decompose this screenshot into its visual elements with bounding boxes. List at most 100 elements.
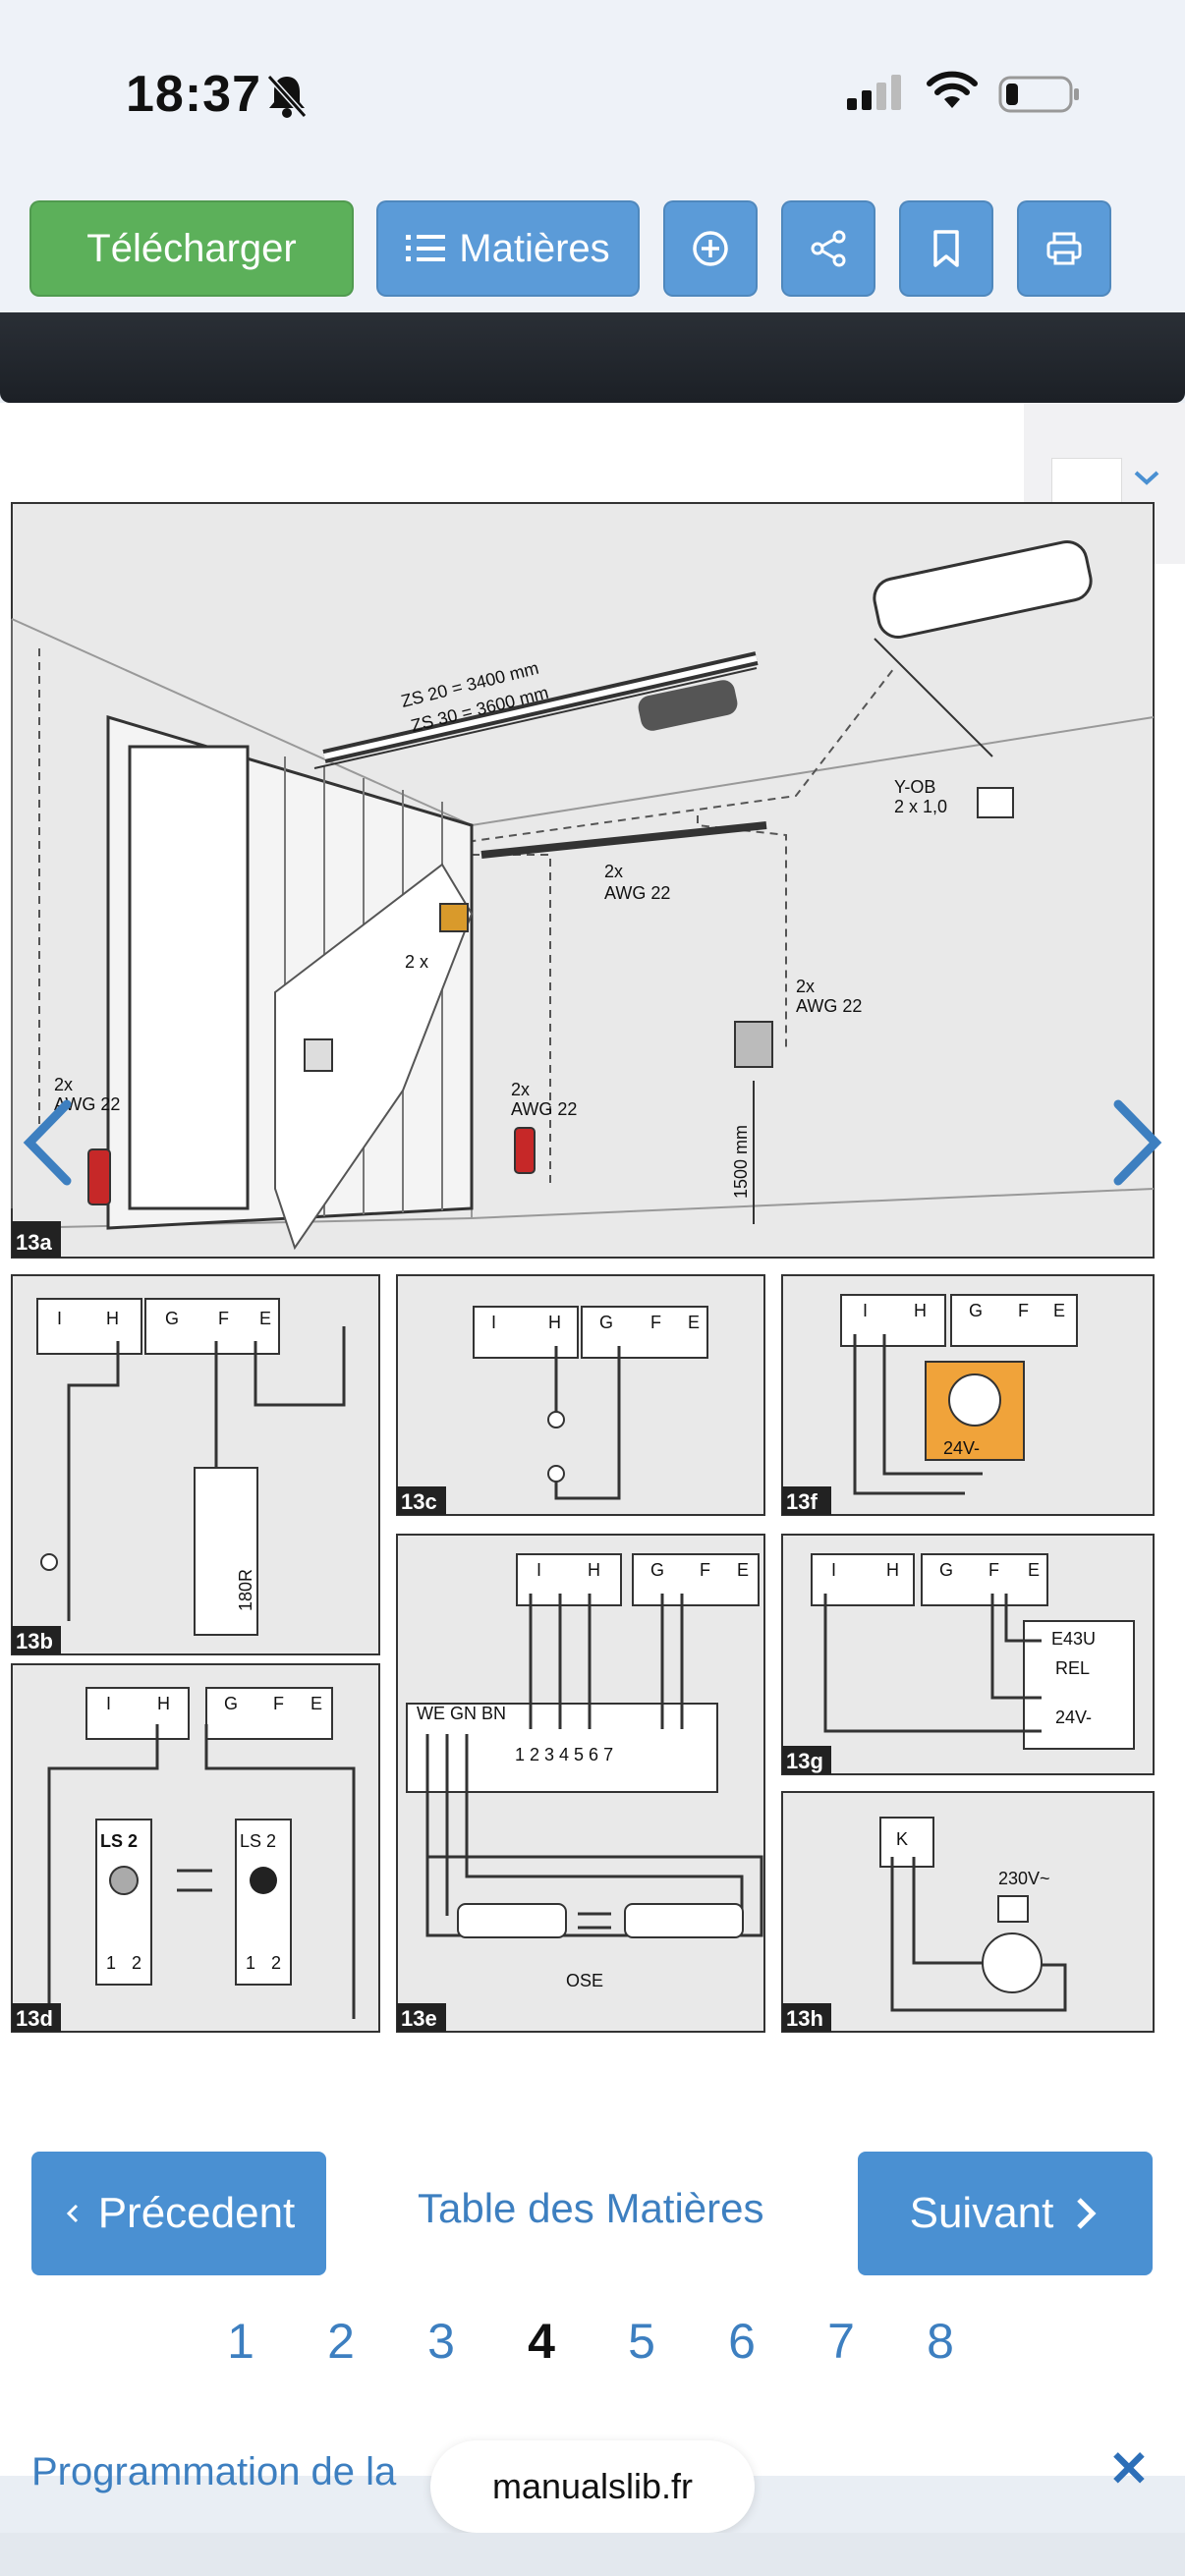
label-230v: 230V~ bbox=[998, 1869, 1050, 1888]
label-2x-a: 2x bbox=[604, 862, 623, 881]
page-link-current: 4 bbox=[528, 2314, 555, 2369]
t13c-g: G bbox=[599, 1313, 613, 1332]
t13c-h: H bbox=[548, 1313, 561, 1332]
bookmark-button[interactable] bbox=[899, 200, 993, 297]
cellular-signal-icon bbox=[847, 75, 901, 110]
chevron-right-icon bbox=[1077, 2198, 1097, 2229]
t13d-i: I bbox=[106, 1694, 111, 1713]
page-link-5[interactable]: 5 bbox=[628, 2314, 655, 2369]
t13g-g: G bbox=[939, 1560, 953, 1580]
zoom-button[interactable] bbox=[663, 200, 758, 297]
t13g-i: I bbox=[831, 1560, 836, 1580]
panel-13e: I H G F E WE GN BN 1 2 3 4 5 6 7 OSE 13e bbox=[396, 1534, 765, 2033]
t13f-g: G bbox=[969, 1301, 983, 1320]
page-link-7[interactable]: 7 bbox=[827, 2314, 855, 2369]
page-link-6[interactable]: 6 bbox=[728, 2314, 756, 2369]
close-icon[interactable]: ✕ bbox=[1108, 2441, 1150, 2496]
label-terminal-nums: 1 2 3 4 5 6 7 bbox=[515, 1745, 613, 1764]
status-time: 18:37 bbox=[126, 66, 261, 123]
download-label: Télécharger bbox=[86, 226, 297, 270]
t13e-i: I bbox=[536, 1560, 541, 1580]
panel-tag-13f: 13f bbox=[786, 1489, 818, 1514]
t13g-h: H bbox=[886, 1560, 899, 1580]
t13d-e: E bbox=[310, 1694, 322, 1713]
related-section-link[interactable]: Programmation de la bbox=[31, 2450, 397, 2493]
label-ose: OSE bbox=[566, 1971, 603, 1990]
bookmark-icon bbox=[933, 230, 959, 267]
t13c-f: F bbox=[650, 1313, 661, 1332]
panel-13c: I H G F E 13c bbox=[396, 1274, 765, 1516]
print-button[interactable] bbox=[1017, 200, 1111, 297]
download-button[interactable]: Télécharger bbox=[29, 200, 354, 297]
panel-tag-13h: 13h bbox=[786, 2006, 823, 2031]
panel-13f: I H G F E 24V- 13f bbox=[781, 1274, 1155, 1516]
page-link-3[interactable]: 3 bbox=[427, 2314, 455, 2369]
previous-page-arrow-icon[interactable] bbox=[18, 1098, 77, 1187]
t13b-h: H bbox=[106, 1309, 119, 1328]
next-page-arrow-icon[interactable] bbox=[1108, 1098, 1167, 1187]
share-button[interactable] bbox=[781, 200, 875, 297]
label-awg-b: AWG 22 bbox=[796, 996, 862, 1016]
label-2x-d: 2x bbox=[511, 1080, 530, 1099]
label-ls2-a-pin2: 2 bbox=[132, 1953, 141, 1973]
list-icon bbox=[406, 235, 446, 261]
label-awg-d: AWG 22 bbox=[511, 1099, 577, 1119]
plus-circle-icon bbox=[693, 231, 728, 266]
t13d-f: F bbox=[273, 1694, 284, 1713]
t13d-h: H bbox=[157, 1694, 170, 1713]
panel-tag-13d: 13d bbox=[16, 2006, 53, 2031]
label-height: 1500 mm bbox=[731, 1125, 751, 1199]
t13c-i: I bbox=[491, 1313, 496, 1332]
label-2x-space: 2 x bbox=[405, 952, 428, 972]
t13e-h: H bbox=[588, 1560, 600, 1580]
panel-13a: ZS 20 = 3400 mm ZS 30 = 3600 mm Y-OB 2 x… bbox=[11, 502, 1155, 1259]
contents-label: Matières bbox=[459, 226, 610, 270]
panel-13g: I H G F E E43U REL 24V- 13g bbox=[781, 1534, 1155, 1775]
manual-page-diagram: ZS 20 = 3400 mm ZS 30 = 3600 mm Y-OB 2 x… bbox=[11, 502, 1155, 2033]
dark-header-bar bbox=[0, 312, 1185, 403]
t13g-f: F bbox=[988, 1560, 999, 1580]
label-we-gn-bn: WE GN BN bbox=[417, 1704, 506, 1723]
panel-tag-13g: 13g bbox=[786, 1749, 823, 1773]
t13b-i: I bbox=[57, 1309, 62, 1328]
chevron-left-icon bbox=[66, 2204, 78, 2223]
bottom-strip bbox=[0, 2533, 1185, 2576]
t13c-e: E bbox=[688, 1313, 700, 1332]
label-rel: REL bbox=[1055, 1658, 1090, 1678]
panel-13h: K 230V~ 13h bbox=[781, 1791, 1155, 2033]
page-link-1[interactable]: 1 bbox=[227, 2314, 254, 2369]
next-button[interactable]: Suivant bbox=[858, 2152, 1153, 2275]
top-area: 18:37 Télécharger Matières bbox=[0, 0, 1185, 312]
label-yob-spec: 2 x 1,0 bbox=[894, 797, 947, 816]
panel-13b: I H G F E 180R 13b bbox=[11, 1274, 380, 1655]
page-link-8[interactable]: 8 bbox=[927, 2314, 954, 2369]
previous-button[interactable]: Précedent bbox=[31, 2152, 326, 2275]
label-24v-13g: 24V- bbox=[1055, 1708, 1092, 1727]
label-ls2-a-pin1: 1 bbox=[106, 1953, 116, 1973]
label-24v-13f: 24V- bbox=[943, 1438, 980, 1458]
t13d-g: G bbox=[224, 1694, 238, 1713]
table-of-contents-link[interactable]: Table des Matières bbox=[418, 2185, 764, 2231]
page-link-2[interactable]: 2 bbox=[327, 2314, 355, 2369]
chevron-down-icon bbox=[1134, 471, 1159, 485]
site-address-pill[interactable]: manualslib.fr bbox=[430, 2440, 755, 2533]
t13f-f: F bbox=[1018, 1301, 1029, 1320]
label-ls2-a: LS 2 bbox=[100, 1831, 138, 1851]
label-awg-a: AWG 22 bbox=[604, 883, 670, 903]
t13b-e: E bbox=[259, 1309, 271, 1328]
panel-tag-13e: 13e bbox=[401, 2006, 437, 2031]
panel-tag-13b: 13b bbox=[16, 1629, 53, 1653]
label-ls2-b: LS 2 bbox=[240, 1831, 276, 1851]
battery-icon bbox=[998, 76, 1079, 113]
t13g-e: E bbox=[1028, 1560, 1040, 1580]
contents-button[interactable]: Matières bbox=[376, 200, 640, 297]
t13b-g: G bbox=[165, 1309, 179, 1328]
share-icon bbox=[811, 230, 846, 267]
label-ls2-b-pin1: 1 bbox=[246, 1953, 255, 1973]
label-2x-b: 2x bbox=[796, 977, 815, 996]
t13e-g: G bbox=[650, 1560, 664, 1580]
t13e-e: E bbox=[737, 1560, 749, 1580]
label-k: K bbox=[896, 1829, 908, 1849]
wifi-icon bbox=[927, 71, 978, 108]
panel-tag-13a: 13a bbox=[16, 1230, 52, 1255]
